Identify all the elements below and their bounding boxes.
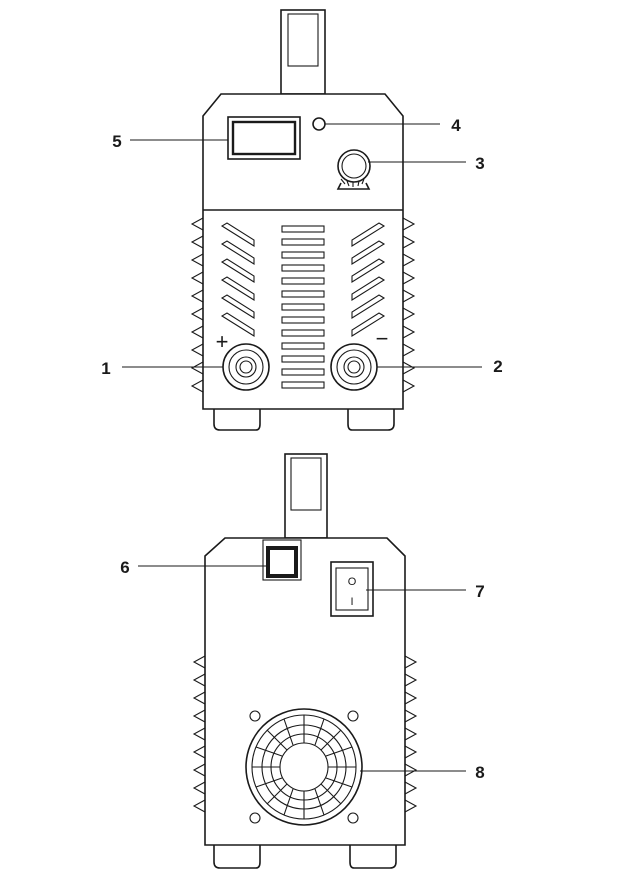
positive-polarity-mark: +: [216, 329, 229, 354]
callout-6-label: 6: [120, 558, 129, 577]
front-feet: [213, 409, 395, 431]
power-cable-inlet: [262, 539, 302, 581]
switch-on-symbol: I: [350, 596, 353, 608]
rear-feet: [213, 845, 397, 869]
callout-4-label: 4: [451, 116, 461, 135]
rear-fins-left: [192, 655, 206, 813]
front-vents-center: [281, 225, 325, 389]
callout-2-label: 2: [493, 357, 502, 376]
front-view: + −: [190, 9, 416, 431]
cooling-fan: [245, 708, 363, 826]
callout-1-label: 1: [101, 359, 110, 378]
rear-fins-right: [404, 655, 418, 813]
current-adjustment-knob: [336, 149, 371, 190]
switch-off-symbol: O: [348, 576, 357, 588]
front-fins-right: [402, 217, 416, 393]
front-fins-left: [190, 217, 204, 393]
positive-output-terminal: [222, 343, 270, 391]
rear-handle: [284, 453, 328, 539]
rear-view: O I: [192, 453, 418, 869]
negative-output-terminal: [330, 343, 378, 391]
callout-numbers: 1 2 3 4 5 6 7 8: [101, 116, 502, 782]
front-handle: [280, 9, 326, 95]
rear-body: [204, 537, 406, 846]
front-louvers-left: [220, 222, 255, 337]
callout-leaders: [122, 123, 482, 772]
front-louvers-right: [351, 222, 386, 337]
callout-3-label: 3: [475, 154, 484, 173]
callout-7-label: 7: [475, 582, 484, 601]
power-switch: O I: [330, 561, 374, 617]
callout-5-label: 5: [112, 132, 121, 151]
negative-polarity-mark: −: [376, 326, 389, 351]
digital-display: [227, 116, 301, 160]
callout-8-label: 8: [475, 763, 484, 782]
